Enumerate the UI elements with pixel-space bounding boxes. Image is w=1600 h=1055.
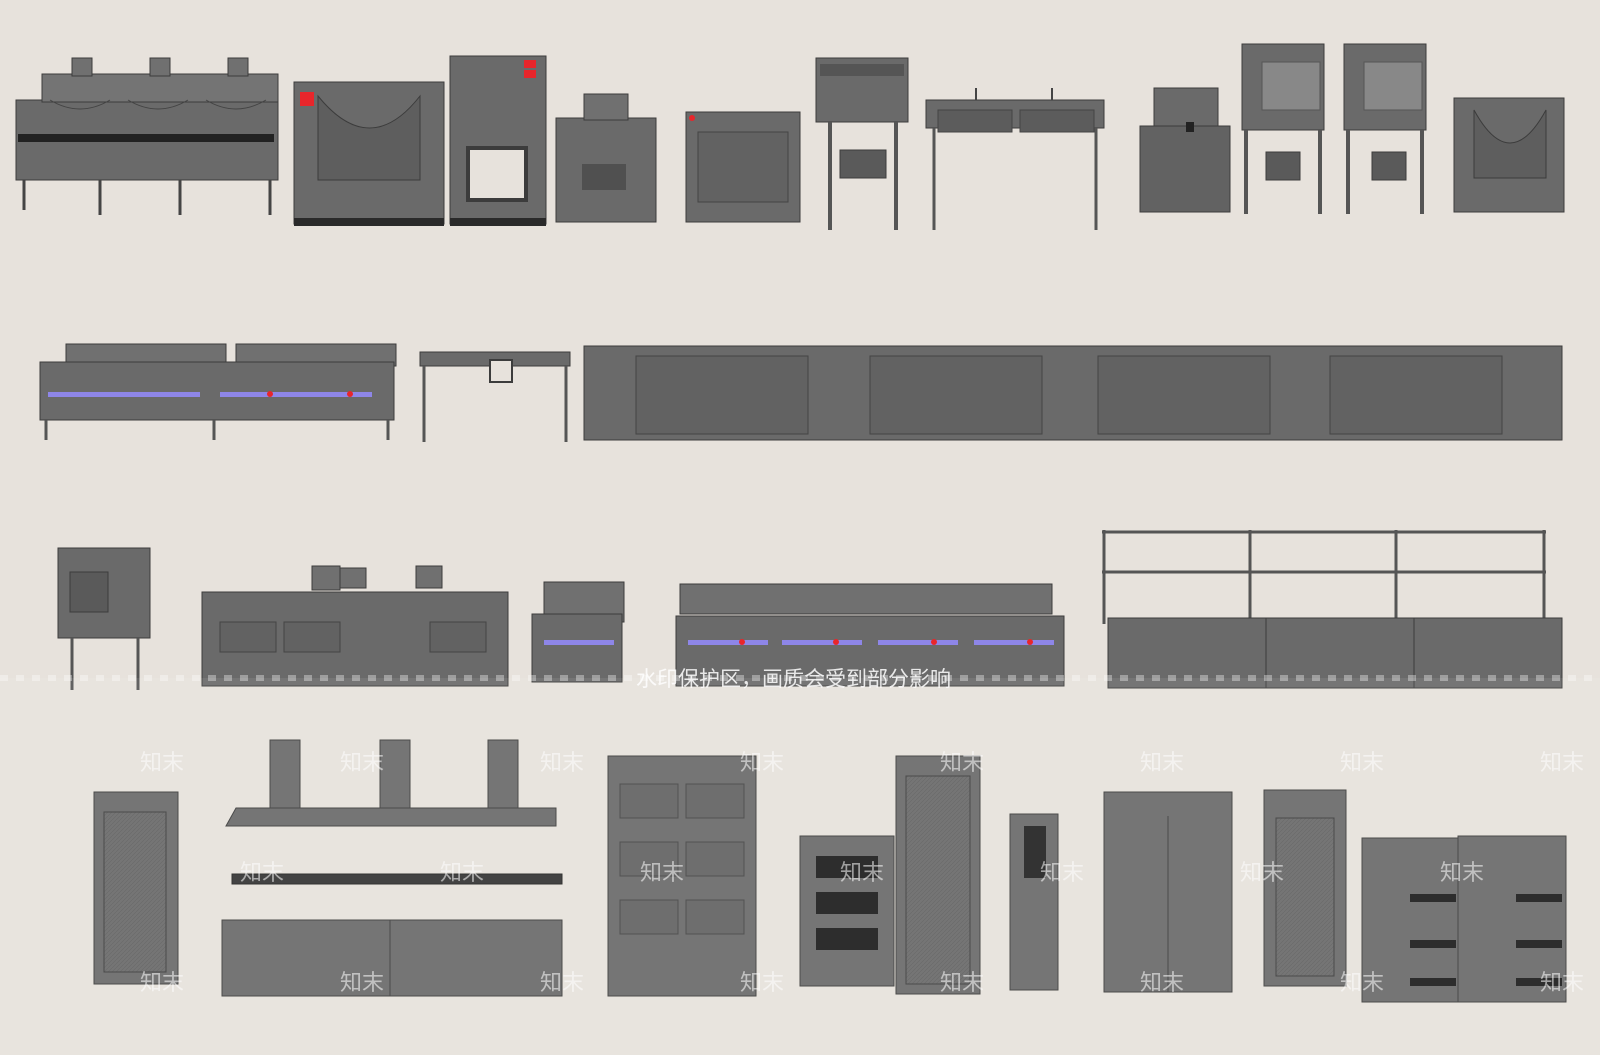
watermark-tiles: 知末知末知末知末知末知末知末知末知末知末知末知末知末知末知末知末知末知末知末知末… xyxy=(140,751,1584,996)
watermark-tile: 知末 xyxy=(540,751,584,776)
watermark-banner: 水印保护区，画质会受到部分影响 xyxy=(636,667,951,691)
bain-marie-counter xyxy=(221,873,563,997)
watermark-tile: 知末 xyxy=(340,971,384,996)
meat-slicer xyxy=(57,547,151,690)
watermark-tile: 知末 xyxy=(740,971,784,996)
double-bowl-sink-table xyxy=(925,88,1105,230)
watermark-tile: 知末 xyxy=(540,971,584,996)
single-glass-fridge xyxy=(1263,789,1347,987)
drawer-warmer-pair xyxy=(1361,835,1567,1003)
watermark-tile: 知末 xyxy=(1140,751,1184,776)
watermark-tile: 知末 xyxy=(1140,971,1184,996)
long-range-hood-cabinet xyxy=(583,345,1563,441)
watermark-tile: 知末 xyxy=(440,861,484,886)
watermark-tile: 知末 xyxy=(1340,751,1384,776)
meat-grinder xyxy=(555,93,657,223)
quad-wok-station xyxy=(675,583,1065,687)
single-wok-station xyxy=(531,581,625,683)
single-door-fridge xyxy=(93,791,179,985)
watermark-tile: 知末 xyxy=(240,861,284,886)
bakery-oven xyxy=(685,111,801,223)
watermark-tile: 知末 xyxy=(1240,861,1284,886)
four-drawer-refrigerator xyxy=(607,755,757,997)
watermark: 水印保护区，画质会受到部分影响 知末知末知末知末知末知末知末知末知末知末知末知末… xyxy=(0,667,1600,1055)
water-dispenser xyxy=(1009,813,1059,991)
watermark-tile: 知末 xyxy=(1340,971,1384,996)
double-wok-range xyxy=(39,343,397,440)
watermark-tile: 知末 xyxy=(1440,861,1484,886)
watermark-tile: 知末 xyxy=(940,751,984,776)
tall-glass-fridge xyxy=(895,755,981,995)
western-gas-range xyxy=(201,565,509,687)
noodle-press-machine xyxy=(815,57,909,230)
dough-mixer xyxy=(293,81,445,226)
double-door-cabinet xyxy=(1103,791,1233,993)
single-sink-table xyxy=(419,351,571,442)
steamed-bun-machine xyxy=(1139,87,1231,213)
watermark-tile: 知末 xyxy=(740,751,784,776)
vertical-dough-sheeter xyxy=(449,55,547,226)
watermark-tile: 知末 xyxy=(640,861,684,886)
watermark-tile: 知末 xyxy=(1540,971,1584,996)
exhaust-hood xyxy=(225,739,557,827)
noodle-roller-machine xyxy=(1241,43,1325,214)
watermark-tile: 知末 xyxy=(140,971,184,996)
noodle-roller-machine xyxy=(1343,43,1427,214)
watermark-tile: 知末 xyxy=(840,861,884,886)
watermark-tile: 知末 xyxy=(1040,861,1084,886)
triple-burner-wok-stove xyxy=(15,57,279,215)
shelf-work-bench xyxy=(1102,530,1563,689)
dough-mixer-small xyxy=(1453,97,1565,213)
watermark-tile: 知末 xyxy=(340,751,384,776)
watermark-tile: 知末 xyxy=(1540,751,1584,776)
watermark-tile: 知末 xyxy=(140,751,184,776)
watermark-tile: 知末 xyxy=(940,971,984,996)
warming-cabinet xyxy=(799,835,895,987)
